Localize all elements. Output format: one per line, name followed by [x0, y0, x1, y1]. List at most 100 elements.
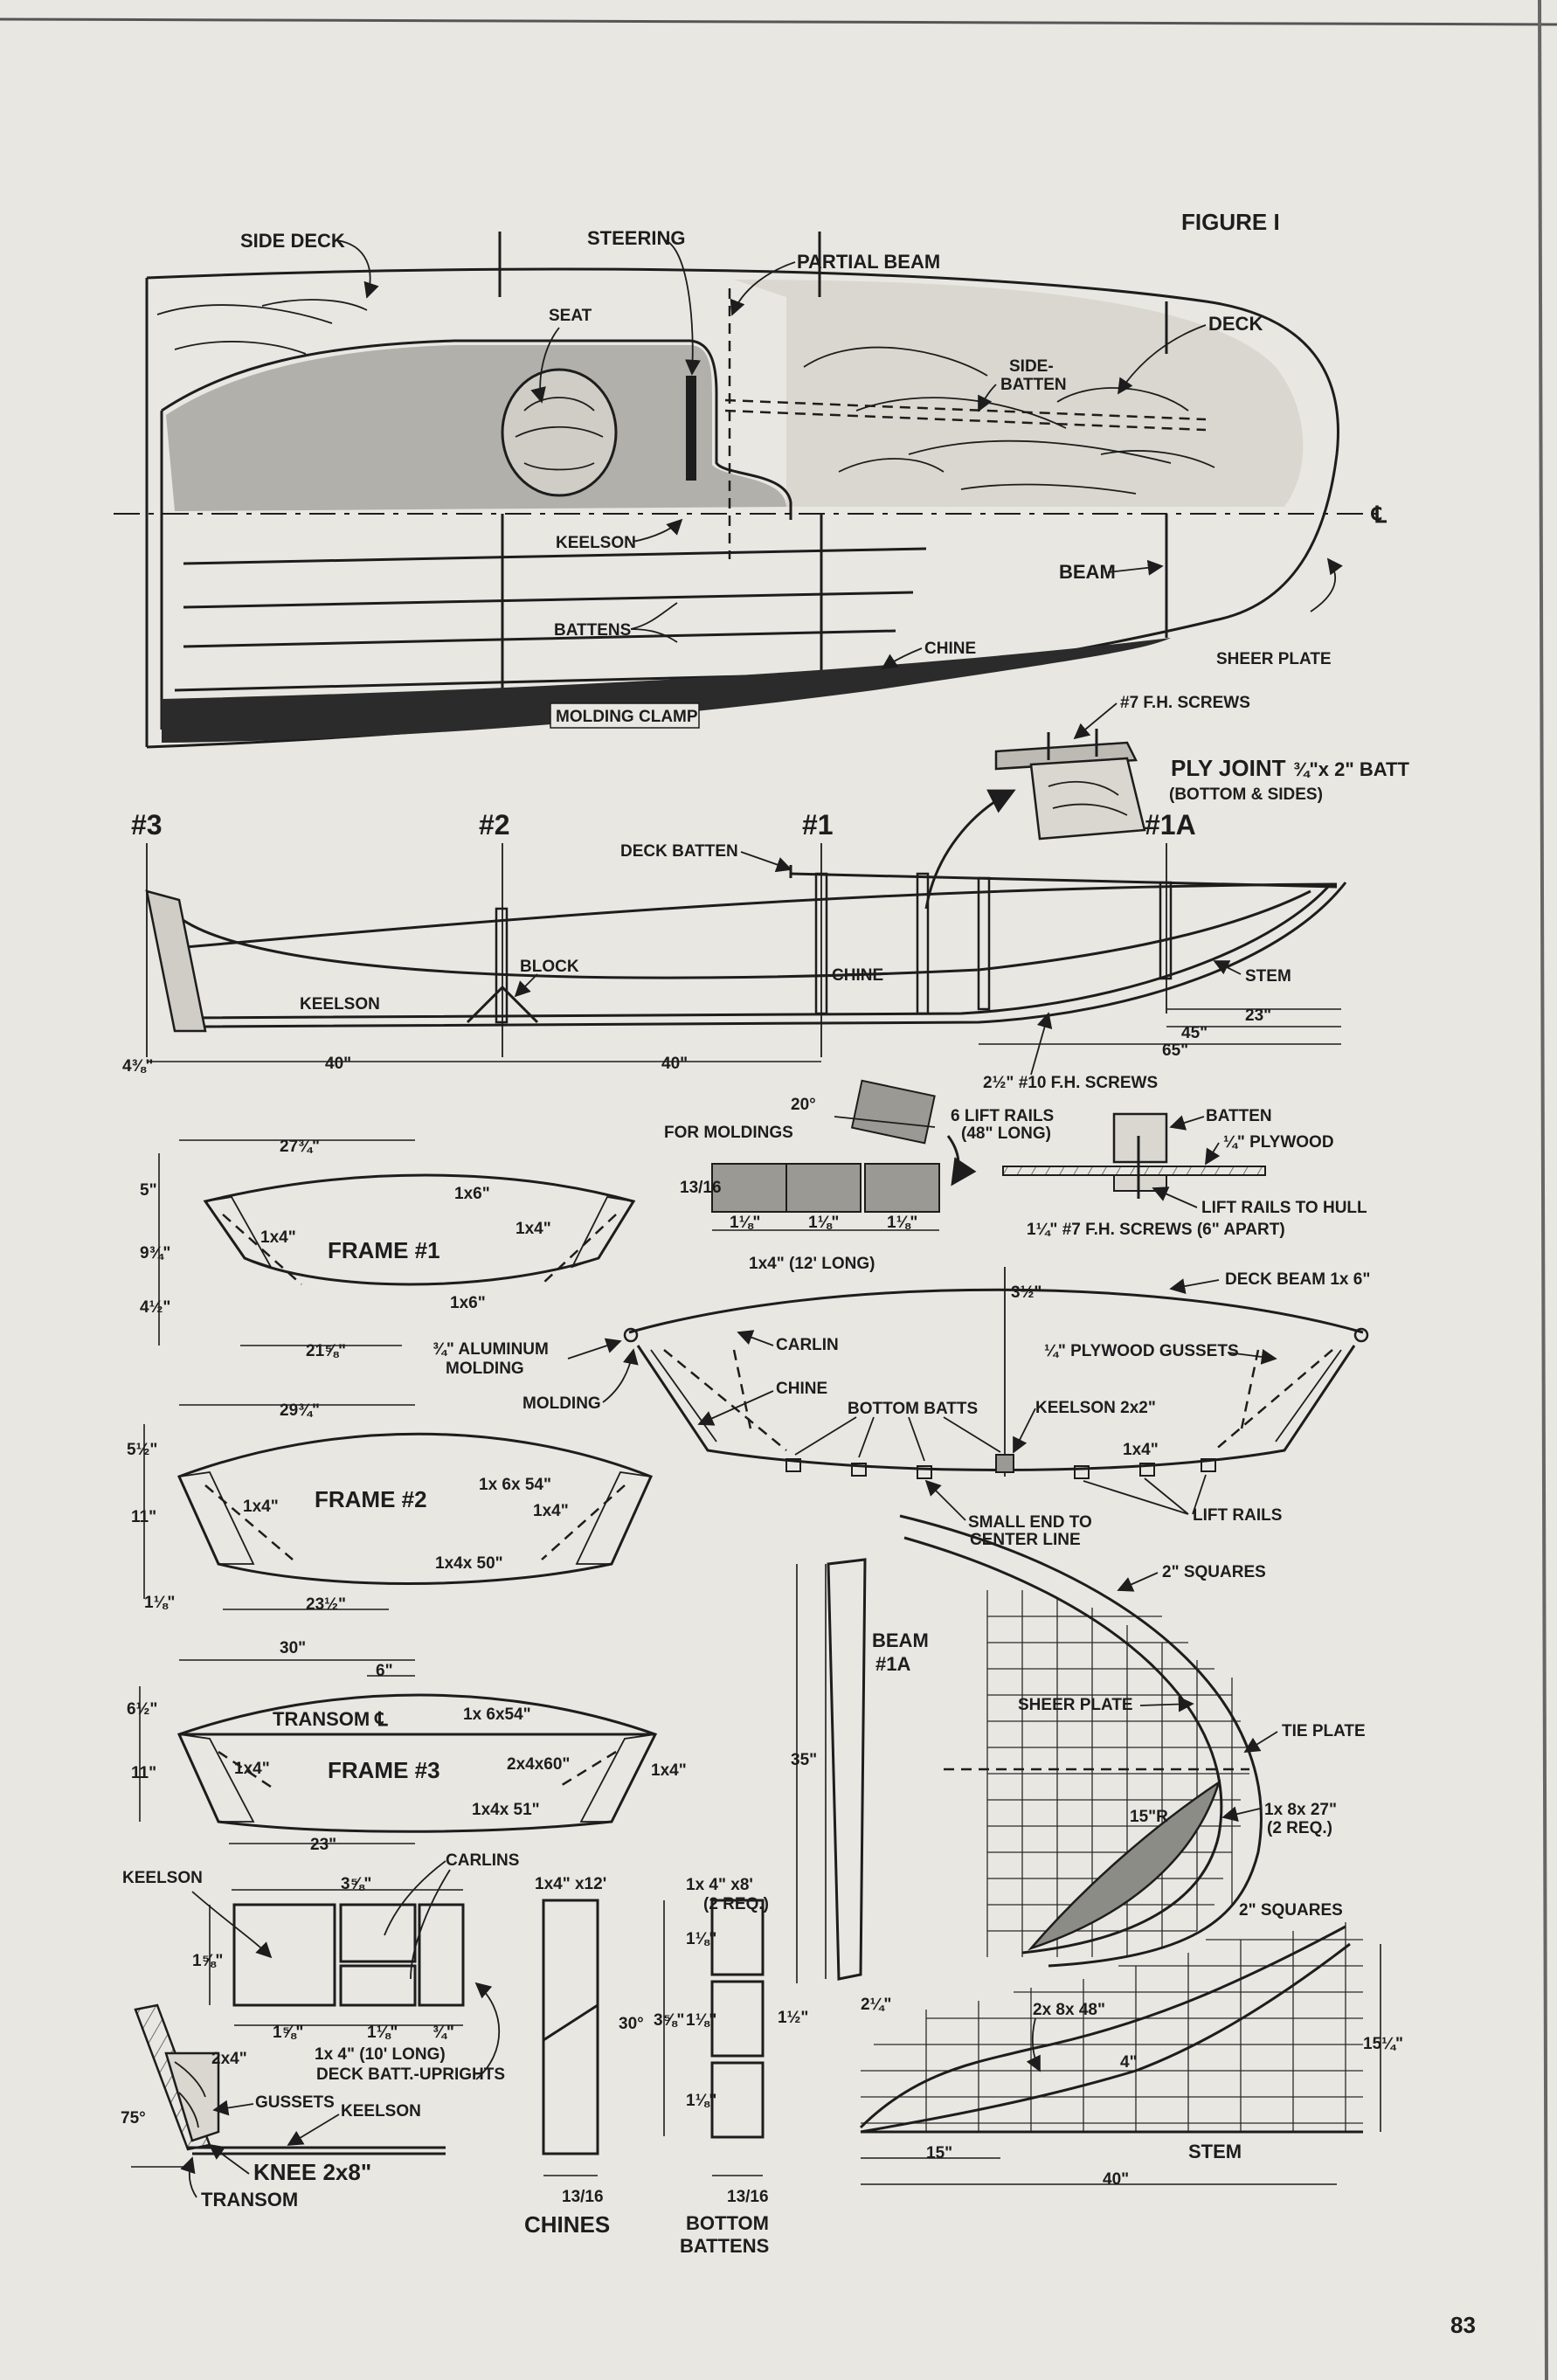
sheer-line: [174, 882, 1338, 950]
bottom-batts-label: BOTTOM BATTS: [848, 1400, 978, 1418]
frame2-h2: 11": [131, 1508, 156, 1526]
section-keelson-label: KEELSON 2x2": [1035, 1399, 1156, 1417]
molding-w3: 1⅛": [887, 1214, 917, 1232]
frame2-left: 1x4": [243, 1498, 279, 1516]
battens-label: BATTENS: [554, 621, 631, 640]
small-end-1: SMALL END TO: [968, 1513, 1092, 1532]
stem-label: STEM: [1245, 967, 1291, 986]
batten-1: [183, 547, 927, 565]
deck-batt-b3: ¾": [432, 2024, 454, 2042]
steering-label: STEERING: [587, 227, 685, 249]
side-batten-label-1: SIDE-: [1009, 357, 1054, 376]
lift-rails-hull-label: LIFT RAILS TO HULL: [1201, 1199, 1367, 1217]
deck-beam-curve: [628, 1288, 1364, 1334]
station-3-label: #3: [131, 809, 163, 841]
stem-profile-top: [859, 1925, 1346, 2129]
block-label: BLOCK: [520, 958, 579, 976]
molding-clamp-band: [162, 638, 1171, 743]
molding-stock: 1x4" (12' LONG): [749, 1255, 875, 1273]
side-view: DECK BATTEN BLOCK KEELSON CHINE STEM 4⅜"…: [122, 789, 1347, 1092]
side-deck-label: SIDE DECK: [240, 230, 345, 252]
frame2-right: 1x4": [533, 1502, 569, 1520]
frame1-left: 1x4": [260, 1228, 296, 1247]
deck-beam-label: DECK BEAM 1x 6": [1225, 1270, 1370, 1289]
bottom-battens-label-1: BOTTOM: [686, 2212, 769, 2234]
deck-batt-w-top: 3⅝": [341, 1875, 371, 1893]
frame3-bottom-width: 23": [310, 1836, 336, 1854]
keelson-label: KEELSON: [556, 534, 636, 552]
for-moldings-label: FOR MOLDINGS: [664, 1124, 793, 1142]
molding-thickness: 13/16: [680, 1179, 722, 1197]
page-number: 83: [1450, 2312, 1476, 2338]
chines-angle: 30°: [619, 2015, 644, 2033]
frame2-bottom: 1x4x 50": [435, 1554, 503, 1573]
dim-40-a: 40": [325, 1055, 351, 1073]
bottom-battens-d2: 1⅛": [686, 2011, 716, 2030]
stem-outer-curve: [899, 1514, 1263, 1968]
frame-1: 27¾" 21⅝" 5" 9¾" 4½" FRAME #1 1x6" 1x6" …: [140, 1138, 636, 1360]
frame2-name: FRAME #2: [315, 1486, 427, 1512]
bottom-battens-req: (2 REQ.): [703, 1895, 769, 1913]
deck-label: DECK: [1208, 313, 1263, 335]
batten-detail: BATTEN ¼" PLYWOOD LIFT RAILS TO HULL 1¼"…: [1002, 1107, 1367, 1239]
beam-1a: BEAM #1A 35" 2¼" 1½": [778, 1558, 929, 2027]
side-batten-line: [724, 398, 1207, 421]
transom-knee-detail: 2x4" GUSSETS KEELSON 75° KNEE 2x8" TRANS…: [121, 2003, 446, 2210]
bottom-battens-label-2: BATTENS: [680, 2235, 769, 2257]
lift-size: 1x4": [1123, 1441, 1159, 1459]
chines-stock: 1x4" x12': [535, 1875, 606, 1893]
molding-label: MOLDING: [522, 1394, 601, 1413]
steering-bar: [686, 376, 696, 481]
stem-stock: 2x 8x 48": [1033, 2001, 1105, 2019]
batten-2: [183, 591, 914, 609]
frame2-bottom-width: 23½": [306, 1595, 346, 1614]
lift-rails-length: (48" LONG): [961, 1124, 1051, 1143]
dim-45: 45": [1181, 1024, 1208, 1042]
beam1a-w-bottom: 2¼": [861, 1996, 891, 2014]
beam1a-length: 35": [791, 1751, 817, 1769]
frame3-top-width: 30": [280, 1639, 306, 1657]
deck-batt-h-left: 1⅝": [192, 1952, 223, 1970]
chines-w: 13/16: [562, 2188, 604, 2206]
frame3-top: 1x 6x54": [463, 1705, 531, 1724]
frame1-h2: 9¾": [140, 1244, 170, 1263]
figure-label: FIGURE I: [1181, 209, 1280, 235]
batten-3: [183, 629, 896, 648]
sheer-plate-label: SHEER PLATE: [1216, 650, 1332, 668]
cockpit-outline: [161, 339, 792, 520]
aluminum-molding-2: MOLDING: [446, 1360, 524, 1378]
screws-label: #7 F.H. SCREWS: [1120, 694, 1250, 712]
beam-label: BEAM: [1059, 561, 1116, 583]
frame1-top-width: 27¾": [280, 1138, 320, 1156]
seat-shape: [501, 368, 618, 497]
transom-angle: 75°: [121, 2109, 146, 2127]
partial-beam-label: PARTIAL BEAM: [797, 251, 940, 273]
ply-joint-size: ¾"x 2" BATT: [1293, 758, 1409, 780]
side-chine-label: CHINE: [832, 966, 883, 985]
frame3-mid: 2x4x60": [507, 1755, 570, 1774]
deck-batt-b2: 1⅛": [367, 2024, 398, 2042]
beam1a-name-1: BEAM: [872, 1629, 929, 1651]
dim-65: 65": [1162, 1041, 1188, 1060]
station-2-label: #2: [479, 809, 510, 841]
carlin-label: CARLIN: [776, 1336, 839, 1354]
frame3-bottom: 1x4x 51": [472, 1801, 540, 1819]
transom-centerline: TRANSOM ℄: [273, 1708, 388, 1730]
stem-w: 4": [1120, 2053, 1138, 2072]
carlins-label: CARLINS: [446, 1851, 519, 1870]
frame3-h1: 6½": [127, 1700, 157, 1719]
stem-profile-bottom: [860, 1942, 1351, 2134]
frame-2: 29¾" 23½" 5½" 11" 1⅛" FRAME #2 1x 6x 54"…: [127, 1401, 654, 1614]
dim-transom: 4⅜": [122, 1057, 153, 1076]
deck-batt-keelson-label: KEELSON: [122, 1869, 203, 1887]
stem-dim-15: 15": [926, 2144, 952, 2162]
beam1a-w-side: 1½": [778, 2009, 808, 2027]
station-1a-label: #1A: [1145, 809, 1196, 841]
stem-plank-req: (2 REQ.): [1267, 1819, 1332, 1837]
transom-gussets: GUSSETS: [255, 2093, 335, 2112]
stem-sheer-plate-label: SHEER PLATE: [1018, 1696, 1133, 1714]
section-chine-label: CHINE: [776, 1380, 827, 1398]
frame3-right: 1x4": [651, 1761, 687, 1780]
frame1-name: FRAME #1: [328, 1237, 440, 1263]
